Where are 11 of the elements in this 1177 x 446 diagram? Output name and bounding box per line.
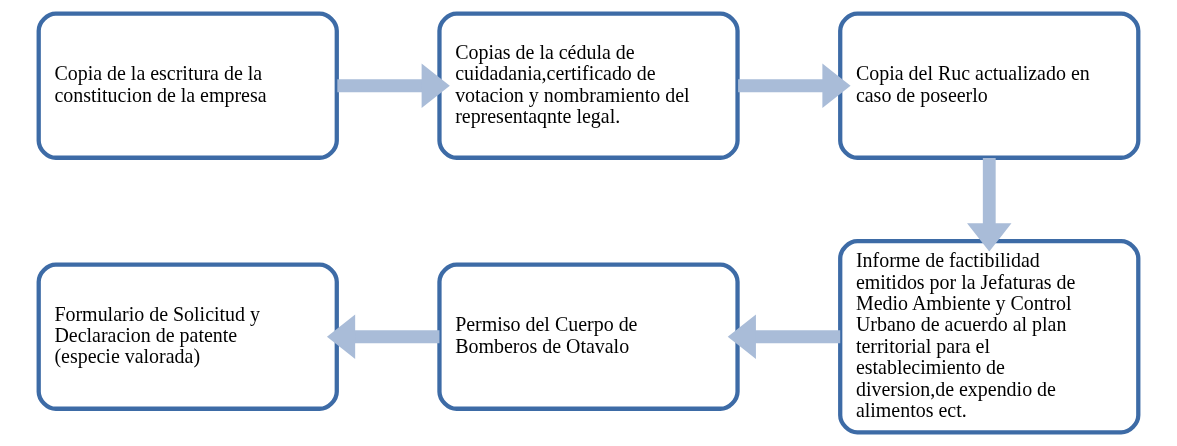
arrow [326, 314, 440, 359]
arrow [337, 63, 450, 108]
arrow [727, 314, 841, 359]
arrow [967, 157, 1012, 252]
node-box: Informe de factibilidad emitidos por la Jefaturas de Medio Ambiente y Control Urbano de acuerdo al plan territorial para el establecimiento de diversion,de expendio de alimentos ect. [838, 239, 1141, 435]
node-box: Copia de la escritura de la constitucion de la empresa [36, 11, 339, 160]
arrow [738, 63, 851, 108]
node-box: Copias de la cédula de cuidadania,certificado de votacion y nombramiento del representaqnte legal. [437, 11, 740, 160]
node-box: Copia del Ruc actualizado en caso de poseerlo [838, 11, 1141, 160]
node-box: Formulario de Solicitud y Declaracion de patente (especie valorada) [36, 262, 339, 411]
node-box: Permiso del Cuerpo de Bomberos de Otavalo [437, 262, 740, 411]
